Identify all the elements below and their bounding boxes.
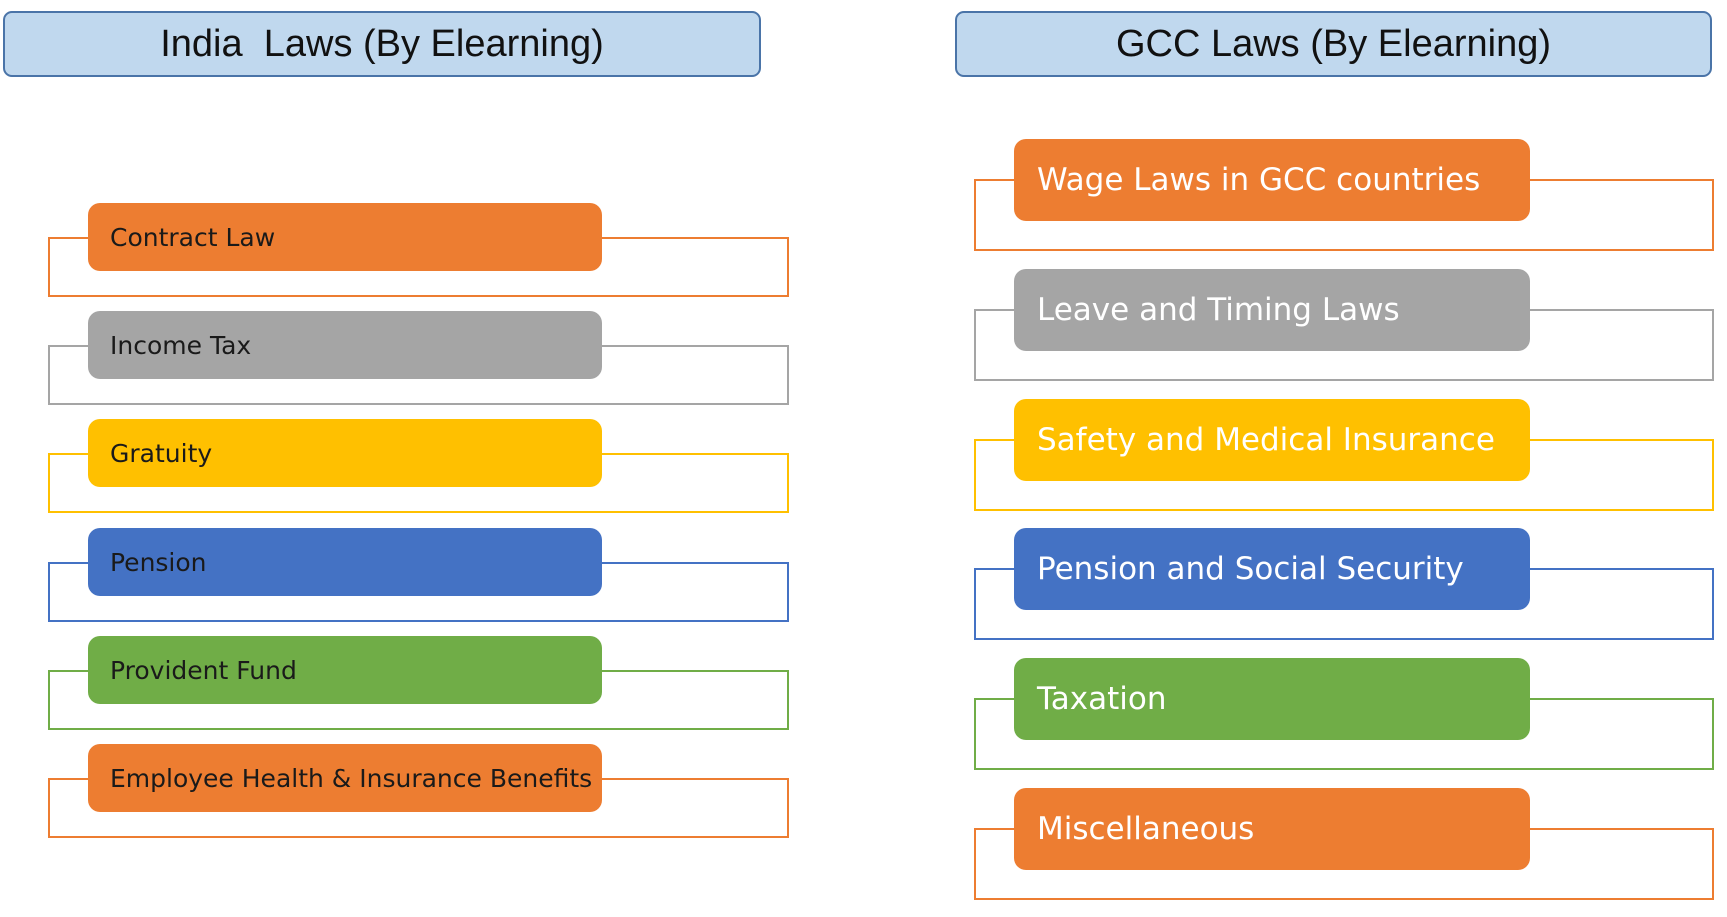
india-laws-header: India Laws (By Elearning) (3, 11, 761, 77)
item-label: Employee Health & Insurance Benefits (88, 744, 602, 812)
item-label: Contract Law (88, 203, 602, 271)
gcc-laws-header: GCC Laws (By Elearning) (955, 11, 1712, 77)
item-label: Leave and Timing Laws (1014, 269, 1530, 351)
item-label: Miscellaneous (1014, 788, 1530, 870)
item-label: Wage Laws in GCC countries (1014, 139, 1530, 221)
item-label: Pension and Social Security (1014, 528, 1530, 610)
item-label: Gratuity (88, 419, 602, 487)
item-label: Safety and Medical Insurance (1014, 399, 1530, 481)
item-label: Pension (88, 528, 602, 596)
item-label: Provident Fund (88, 636, 602, 704)
item-label: Income Tax (88, 311, 602, 379)
item-label: Taxation (1014, 658, 1530, 740)
